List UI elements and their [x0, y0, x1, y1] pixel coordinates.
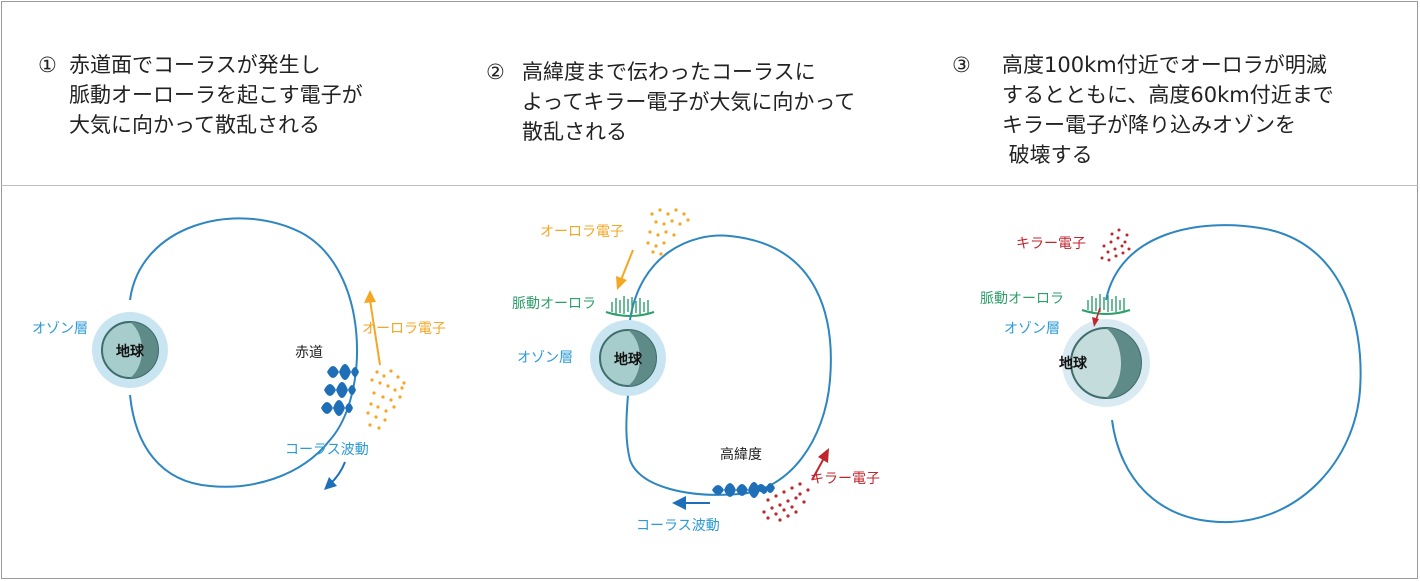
killer-electron-arrow [1092, 307, 1101, 327]
step-2-line-1: 高緯度まで伝わったコーラスに [522, 60, 816, 84]
step-3-caption: ③ 高度100km付近でオーロラが明滅 するとともに、高度60km付近まで キラ… [952, 50, 1334, 170]
killer-electron-label: キラー電子 [1016, 236, 1086, 252]
equator-label: 赤道 [295, 345, 323, 361]
high-latitude-label: 高緯度 [720, 446, 762, 463]
pulsating-aurora-label: 脈動オーロラ [980, 291, 1064, 307]
step-2-line-3: 散乱される [522, 120, 627, 144]
panel-3-diagram: 地球 オゾン層 キラー電子 脈動オーロラ [980, 224, 1362, 524]
step-1-line-1: 赤道面でコーラスが発生し [69, 53, 321, 77]
step-1-line-3: 大気に向かって散乱される [69, 113, 320, 137]
step-2-number: ② [486, 60, 505, 84]
chorus-propagation-arrow [672, 496, 710, 510]
step-2-line-2: よってキラー電子が大気に向かって [522, 90, 856, 114]
earth-label: 地球 [614, 351, 643, 368]
killer-electrons-dots [1100, 228, 1131, 262]
earth [101, 321, 159, 379]
chorus-wave-packets [712, 482, 775, 498]
aurora-electron-label: オーロラ電子 [362, 321, 446, 337]
panel-2-diagram: 地球 オゾン層 オーロラ電子 脈動オーロラ 高緯度 コーラス波動 キラー電子 [512, 208, 880, 534]
earth-label: 地球 [1059, 355, 1088, 372]
chorus-wave-label: コーラス波動 [285, 442, 369, 458]
killer-electrons-dots [762, 482, 810, 522]
chorus-propagation-arrow [324, 461, 346, 490]
killer-electron-label: キラー電子 [810, 471, 880, 487]
pulsating-aurora-label: 脈動オーロラ [512, 296, 596, 312]
aurora-electrons-dots [366, 369, 406, 430]
aurora-electron-arrow [616, 249, 634, 290]
ozone-layer-label: オゾン層 [1004, 321, 1060, 337]
step-1-caption: ① 赤道面でコーラスが発生し 脈動オーローラを起こす電子が 大気に向かって散乱さ… [38, 50, 363, 140]
step-3-number: ③ [952, 53, 971, 77]
ozone-layer-label: オゾン層 [517, 350, 573, 366]
step-3-line-2: するとともに、高度60km付近まで [1002, 83, 1334, 107]
aurora-electron-label: オーロラ電子 [540, 224, 624, 240]
panel-1-diagram: 地球 オゾン層 赤道 オーロラ電子 コーラス波動 [32, 217, 446, 490]
step-2-caption: ② 高緯度まで伝わったコーラスに よってキラー電子が大気に向かって 散乱される [486, 57, 855, 147]
earth [599, 329, 657, 387]
field-line [625, 234, 832, 496]
aurora-electron-arrow [364, 290, 381, 366]
step-3-line-3: キラー電子が降り込みオゾンを [1002, 113, 1296, 137]
step-1-number: ① [38, 53, 57, 77]
step-1-line-2: 脈動オーローラを起こす電子が [69, 83, 363, 107]
step-3-line-1: 高度100km付近でオーロラが明滅 [1002, 53, 1327, 77]
chorus-wave-label: コーラス波動 [636, 518, 720, 534]
killer-electron-arrow [811, 448, 829, 481]
header-divider [1, 185, 1418, 186]
aurora-electrons-dots [646, 208, 690, 256]
chorus-wave-packets [321, 364, 359, 416]
earth [1070, 327, 1142, 399]
pulsating-aurora-glow [605, 296, 655, 317]
step-3-line-4: 破壊する [1002, 143, 1093, 167]
earth-label: 地球 [116, 343, 145, 360]
field-line [1105, 224, 1362, 524]
ozone-layer-label: オゾン層 [32, 321, 88, 337]
